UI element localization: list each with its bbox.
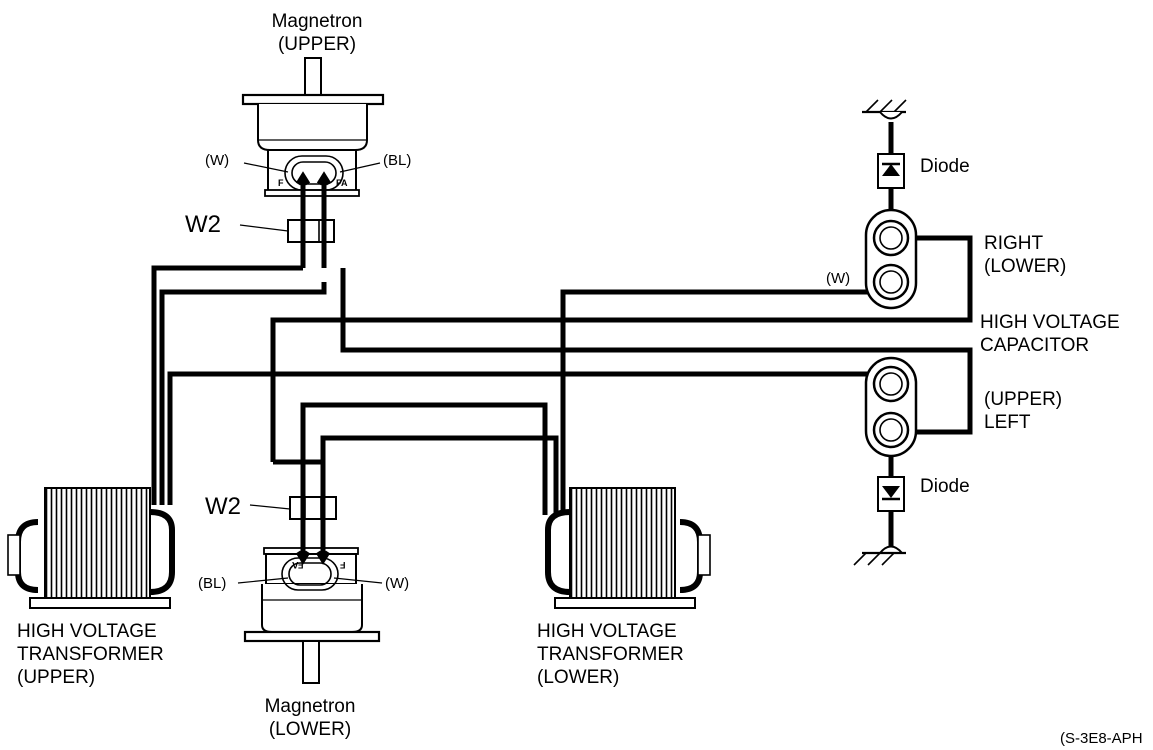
terminal-arrow-upper-w bbox=[295, 171, 311, 198]
label-terminal-f-lower: F bbox=[340, 560, 346, 570]
w2-core-upper bbox=[239, 219, 335, 243]
label-diode-lower: Diode bbox=[920, 476, 970, 497]
label-w2-lower: W2 bbox=[205, 493, 241, 520]
magnetron-upper bbox=[241, 57, 385, 198]
transformer-lower bbox=[545, 487, 711, 609]
label-w2-upper: W2 bbox=[185, 211, 221, 238]
capacitor-left bbox=[864, 356, 918, 458]
label-terminal-fa-upper: FA bbox=[336, 178, 348, 188]
diode-lower bbox=[877, 456, 905, 546]
label-lower-w: (W) bbox=[385, 575, 410, 592]
transformer-upper bbox=[7, 487, 175, 609]
magnetron-lower bbox=[237, 530, 383, 684]
diode-upper bbox=[877, 122, 905, 210]
label-upper-w: (W) bbox=[205, 152, 230, 169]
label-terminal-fa-lower: FA bbox=[292, 560, 304, 570]
label-upper-bl: (BL) bbox=[383, 152, 412, 169]
terminal-arrow-lower-bl bbox=[295, 530, 311, 565]
terminal-arrow-lower-w bbox=[315, 530, 331, 565]
figure-code: (S-3E8-APH bbox=[1060, 730, 1143, 747]
label-capacitor-w: (W) bbox=[826, 270, 851, 287]
terminal-arrow-upper-bl bbox=[316, 171, 332, 198]
label-lower-bl: (BL) bbox=[198, 575, 227, 592]
capacitor-right bbox=[864, 208, 918, 310]
wiring-harness bbox=[151, 198, 973, 530]
label-capacitor-right: RIGHT (LOWER) bbox=[984, 233, 1067, 277]
label-diode-upper: Diode bbox=[920, 156, 970, 177]
ground-lower bbox=[853, 545, 906, 566]
label-terminal-f-upper: F bbox=[278, 178, 284, 188]
label-high-voltage-capacitor: HIGH VOLTAGE CAPACITOR bbox=[980, 312, 1120, 356]
label-transformer-lower: HIGH VOLTAGE TRANSFORMER (LOWER) bbox=[537, 621, 684, 688]
label-magnetron-upper: Magnetron (UPPER) bbox=[271, 11, 363, 55]
label-transformer-upper: HIGH VOLTAGE TRANSFORMER (UPPER) bbox=[17, 621, 164, 688]
label-capacitor-left: (UPPER) LEFT bbox=[984, 389, 1063, 433]
label-magnetron-lower: Magnetron (LOWER) bbox=[264, 696, 356, 740]
ground-upper bbox=[862, 99, 907, 120]
